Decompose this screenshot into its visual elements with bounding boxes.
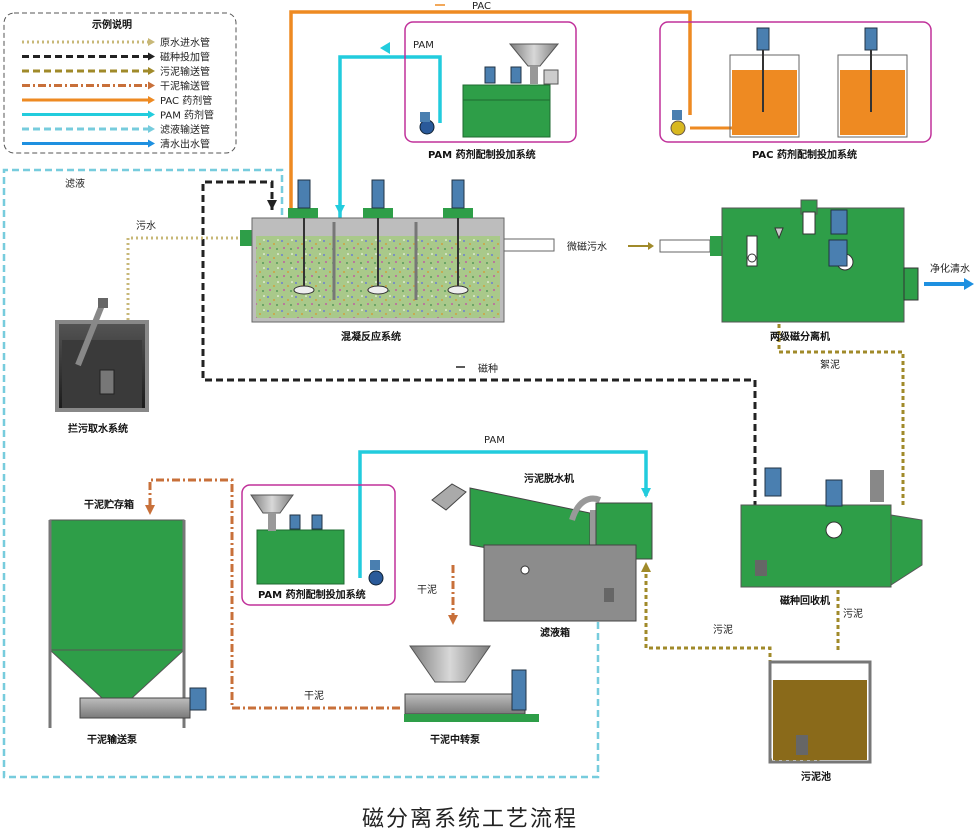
dry-storage-label: 干泥贮存箱 [84,498,134,511]
clean-water-arrow-icon [964,278,974,290]
legend-arrow-icon [148,52,155,61]
sludge-pool-label: 污泥池 [801,770,831,783]
two-stage-separator-label: 两级磁分离机 [770,330,830,343]
legend-label: 滤液输送管 [160,123,210,136]
pam-system-top: PAM 药剂配制投加系统 [404,21,577,161]
legend-label: PAC 药剂管 [160,94,212,107]
pam-top-flow-label: PAM [413,40,434,51]
dry-transfer-pump: 干泥中转泵 [404,645,539,746]
legend-title: 示例说明 [92,18,132,31]
pac-flow-label: PAC [472,1,491,12]
pam-system-top-label: PAM 药剂配制投加系统 [428,148,536,161]
sewage-in-flow-label: 污水 [136,220,156,232]
sludge-pool: 污泥池 [768,660,872,783]
legend-label: 清水出水管 [160,138,210,151]
legend-frame [3,12,237,154]
legend-item: 磁种投加管 [22,51,210,64]
legend-label: 磁种投加管 [160,51,210,64]
figure-title: 磁分离系统工艺流程 [362,807,578,832]
sludge-down-flow-label: 污泥 [843,607,863,620]
legend-item: 干泥输送管 [22,80,210,93]
legend-arrow-icon [148,81,155,90]
legend-label: 污泥输送管 [160,65,210,78]
sludge-right-flow-label: 污泥 [713,623,733,636]
legend-item: PAC 药剂管 [22,94,212,107]
legend-arrow-icon [148,67,155,75]
dry-sludge-arrow-icon [145,505,155,515]
dry-storage: 干泥贮存箱 干泥输送泵 [48,498,207,746]
intake-system: 拦污取水系统 [55,298,149,435]
dewater-label: 污泥脱水机 [524,472,574,485]
dry-sludge-down-arrow-icon [448,615,458,625]
dewater-system: 污泥脱水机 滤液箱 [431,472,653,639]
legend-arrow-icon [148,110,155,119]
pam-system-mid-label: PAM 药剂配制投加系统 [258,588,366,601]
pam-mid-pipe [358,450,648,578]
pam-down-arrow-icon [335,205,345,215]
filtrate-pipe [2,168,600,779]
filtrate-flow-label: 滤液 [65,177,85,190]
pam-mid-flow-label: PAM [484,435,505,446]
pac-system-label: PAC 药剂配制投加系统 [752,148,857,161]
pam-top-arrow-icon [380,42,390,54]
legend-item: 滤液输送管 [22,123,210,136]
legend-item: 原水进水管 [22,36,210,49]
legend-item: 清水出水管 [22,138,210,151]
coag-reaction-label: 混凝反应系统 [341,330,401,343]
dry-sludge-pipe [148,478,400,710]
raw-water-pipe [126,236,240,400]
pac-pipe [289,10,740,218]
legend-label: PAM 药剂管 [160,109,214,122]
legend-label: 原水进水管 [160,36,210,49]
pam-mid-arrow-icon [641,488,651,498]
mag-seed-pipe [201,180,757,575]
legend-arrow-icon [148,125,155,133]
two-stage-separator: 两级磁分离机 [659,199,919,343]
filtrate-tank-label: 滤液箱 [540,626,570,639]
mag-seed-arrow-icon [267,200,277,210]
dry-convey-pump-label: 干泥输送泵 [87,733,138,746]
coag-reaction-system: 混凝反应系统 [240,179,555,343]
mag-sewage-arrow-icon [648,242,654,250]
legend-arrow-icon [148,96,155,104]
pac-system: PAC 药剂配制投加系统 [659,21,932,161]
dry-sludge-down-flow-label: 干泥 [417,583,437,596]
intake-label: 拦污取水系统 [68,422,128,435]
pam-system-mid: PAM 药剂配制投加系统 [241,484,396,606]
legend-item: PAM 药剂管 [22,109,214,122]
mag-sewage-flow-label: 微磁污水 [567,240,607,253]
floc-sludge-flow-label: 絮泥 [820,358,840,371]
sludge-up-arrow-icon [641,562,651,572]
clean-water-flow-label: 净化清水 [930,262,970,275]
dry-sludge-left-flow-label: 干泥 [304,689,324,702]
dry-transfer-pump-label: 干泥中转泵 [430,733,481,746]
legend-arrow-icon [148,139,155,148]
legend-item: 污泥输送管 [22,65,210,78]
legend-arrow-icon [148,38,155,46]
mag-recovery-label: 磁种回收机 [780,594,830,607]
pam-top-pipe [338,55,442,218]
mag-seed-recovery: 磁种回收机 [740,467,923,607]
legend-label: 干泥输送管 [160,80,210,93]
mag-seed-flow-label: 磁种 [478,362,498,375]
